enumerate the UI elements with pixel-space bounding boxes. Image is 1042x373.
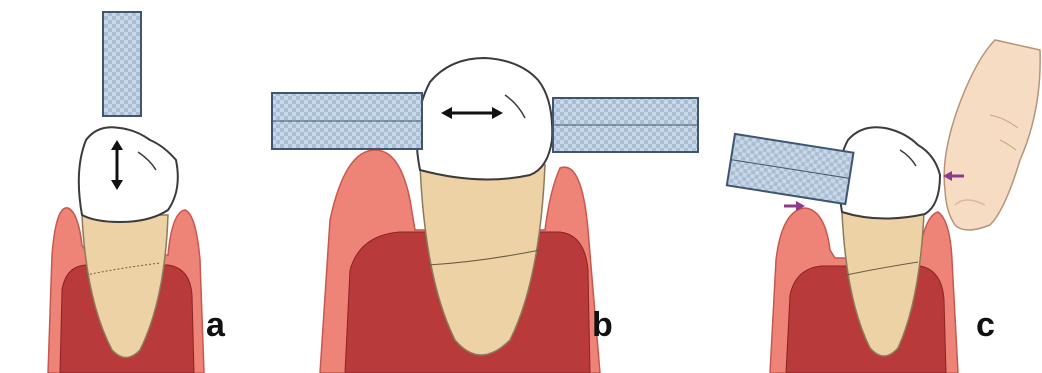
panel-label-a: a (206, 306, 226, 344)
bite-instrument (103, 12, 141, 116)
panel-a: a (48, 12, 226, 373)
tooth-crown (839, 127, 940, 218)
panel-b: b (272, 58, 698, 373)
tooth-crown (79, 127, 178, 222)
panel-label-c: c (976, 306, 995, 344)
tooth-crown (417, 58, 553, 179)
panel-c: c (727, 40, 1040, 373)
finger (944, 40, 1040, 230)
angled-instrument (727, 134, 854, 204)
panel-label-b: b (592, 306, 613, 344)
